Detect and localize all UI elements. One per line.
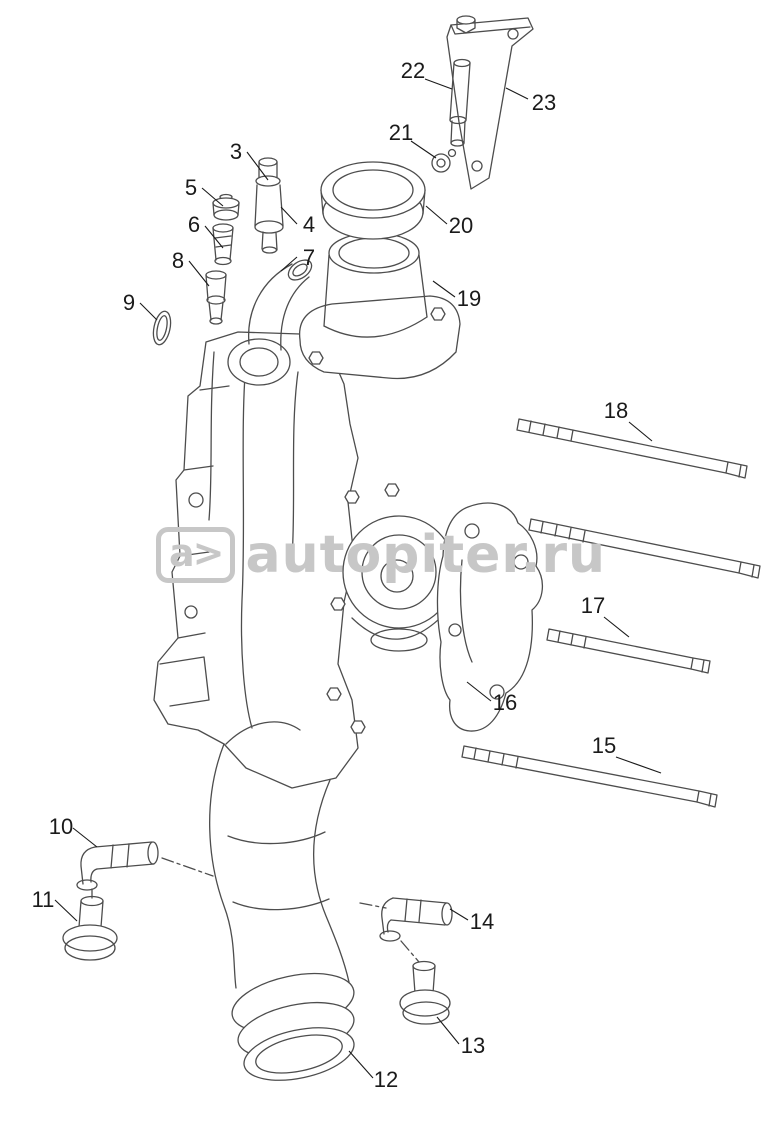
callout-10-leader bbox=[72, 827, 98, 848]
callout-8-leader bbox=[188, 260, 210, 287]
callout-22-leader bbox=[424, 78, 453, 90]
part-5-plug bbox=[212, 193, 240, 221]
callout-21-leader bbox=[410, 140, 437, 159]
callout-8: 8 bbox=[172, 248, 184, 273]
callout-20-leader bbox=[425, 205, 448, 225]
callout-18-leader bbox=[628, 421, 653, 442]
part-19-neck bbox=[323, 232, 428, 338]
callout-10: 10 bbox=[49, 814, 73, 839]
bolt-heads bbox=[308, 307, 446, 734]
part-12-outlet-pipe bbox=[209, 743, 355, 1081]
callout-12-leader bbox=[348, 1050, 374, 1079]
part-18-bolt-lower bbox=[528, 518, 761, 579]
callout-7-leader bbox=[280, 256, 298, 272]
part-housing-body bbox=[153, 295, 461, 789]
part-6-stem bbox=[212, 223, 234, 266]
callout-23-leader bbox=[505, 87, 529, 100]
part-3-sensor bbox=[255, 157, 281, 187]
part-4-adapter bbox=[254, 184, 284, 254]
callout-6: 6 bbox=[188, 212, 200, 237]
callout-7: 7 bbox=[303, 245, 315, 270]
part-21-washer bbox=[431, 153, 451, 173]
callout-11-leader bbox=[54, 899, 78, 922]
part-13-cap bbox=[399, 960, 451, 1025]
part-16-plate bbox=[436, 502, 543, 732]
callout-3-leader bbox=[246, 151, 269, 181]
callout-4-leader bbox=[280, 206, 298, 225]
alignment-lines bbox=[91, 857, 420, 963]
callout-numbers: 3 4 5 6 7 8 9 10 11 12 13 14 15 16 17 18… bbox=[32, 58, 629, 1092]
callout-6-leader bbox=[204, 225, 224, 249]
callout-16: 16 bbox=[493, 690, 517, 715]
part-10-elbow-fitting bbox=[76, 841, 159, 891]
callout-16-leader bbox=[466, 681, 492, 702]
callout-19-leader bbox=[432, 280, 456, 298]
part-9-ring bbox=[152, 310, 172, 346]
callout-21: 21 bbox=[389, 120, 413, 145]
callout-14-leader bbox=[449, 908, 469, 921]
part-8-sensor bbox=[205, 270, 227, 325]
callout-15: 15 bbox=[592, 733, 616, 758]
callout-5: 5 bbox=[185, 175, 197, 200]
part-17-bolt bbox=[546, 628, 711, 674]
leader-lines bbox=[54, 78, 662, 1079]
callout-17: 17 bbox=[581, 593, 605, 618]
callout-11: 11 bbox=[32, 887, 55, 912]
part-18-bolt-upper bbox=[516, 418, 748, 479]
housing-port-boss bbox=[227, 338, 291, 386]
callout-9-leader bbox=[139, 302, 158, 321]
part-11-cap bbox=[62, 895, 118, 961]
callout-4: 4 bbox=[303, 212, 315, 237]
callout-23: 23 bbox=[532, 90, 556, 115]
callout-17-leader bbox=[603, 616, 630, 638]
callout-18: 18 bbox=[604, 398, 628, 423]
callout-15-leader bbox=[615, 756, 662, 774]
callout-20: 20 bbox=[449, 213, 473, 238]
part-20-cap bbox=[320, 161, 426, 240]
callout-14: 14 bbox=[470, 909, 494, 934]
callout-22: 22 bbox=[401, 58, 425, 83]
callout-3: 3 bbox=[230, 139, 242, 164]
part-14-elbow-fitting bbox=[379, 897, 453, 942]
callout-12: 12 bbox=[374, 1067, 398, 1092]
callout-5-leader bbox=[201, 187, 224, 207]
part-15-bolt bbox=[461, 745, 718, 808]
callout-13-leader bbox=[436, 1016, 460, 1045]
part-22-stud bbox=[447, 58, 471, 158]
callout-9: 9 bbox=[123, 290, 135, 315]
callout-19: 19 bbox=[457, 286, 481, 311]
callout-13: 13 bbox=[461, 1033, 485, 1058]
